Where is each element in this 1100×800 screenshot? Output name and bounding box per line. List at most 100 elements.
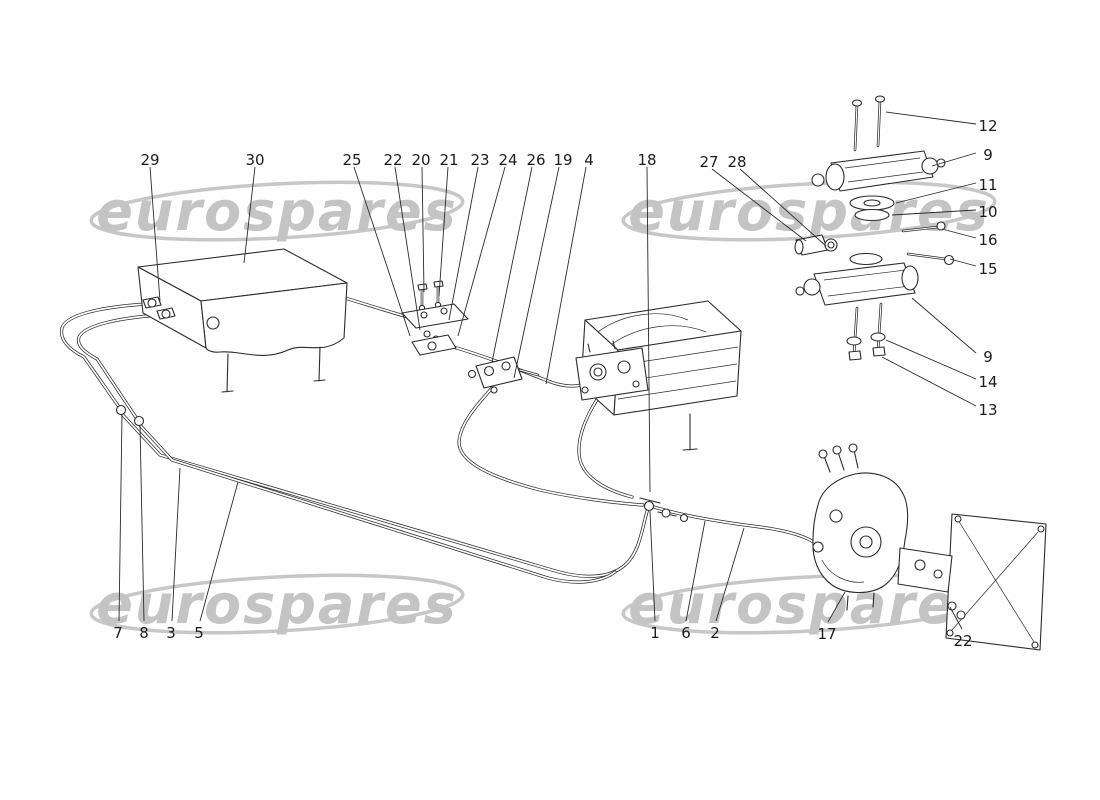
callout-label-2-29: 2 — [710, 624, 720, 642]
callout-leader-27-12 — [711, 168, 807, 242]
callout-leader-10-17 — [891, 209, 977, 216]
stud — [876, 302, 883, 352]
callout-label-21-5: 21 — [439, 151, 458, 169]
watermark-text: eurospares — [96, 573, 457, 636]
pipe-bracket-to-servo — [448, 344, 592, 388]
callout-label-27-12: 27 — [699, 153, 718, 171]
pipe-upper-left — [59, 302, 148, 409]
callout-leader-29-0 — [149, 166, 161, 302]
callout-label-8-24: 8 — [139, 624, 149, 642]
pipe-servo-to-junction — [577, 396, 634, 499]
callout-label-19-9: 19 — [553, 151, 572, 169]
union-fitting — [115, 404, 127, 416]
callout-leader-16-18 — [941, 228, 977, 239]
lower-valve-body — [813, 262, 916, 306]
callout-leader-22-31 — [949, 606, 963, 630]
watermark-bottom-left: eurospares — [89, 573, 465, 636]
callout-label-16-18: 16 — [978, 231, 997, 249]
bolt — [901, 225, 940, 233]
callout-leader-8-24 — [139, 425, 145, 622]
callout-leader-19-9 — [513, 166, 560, 379]
valve-stub — [518, 368, 540, 377]
callout-label-17-30: 17 — [817, 625, 836, 643]
leg — [313, 346, 326, 382]
watermark-top-left: eurospares — [89, 180, 465, 243]
callout-leader-22-3 — [394, 166, 421, 331]
junction-fitting — [661, 508, 671, 518]
callout-leader-5-26 — [199, 481, 239, 622]
callout-leader-21-5 — [438, 166, 449, 297]
callout-label-24-7: 24 — [498, 151, 517, 169]
bolt — [906, 252, 948, 261]
evaporator-unit — [137, 248, 348, 393]
nut — [872, 346, 886, 357]
valve-body — [575, 347, 649, 401]
callout-leader-9-15 — [931, 152, 977, 167]
expansion-valve — [467, 356, 540, 394]
callout-leader-2-29 — [715, 527, 745, 622]
callout-leader-6-28 — [685, 520, 706, 622]
callout-leader-12-14 — [885, 111, 977, 125]
watermark-text: eurospares — [628, 180, 989, 243]
callout-leader-30-1 — [243, 166, 256, 264]
pipe-long-run-2 — [137, 422, 617, 584]
pipe-unions — [115, 404, 145, 427]
callout-leader-23-6 — [448, 166, 479, 321]
callout-leader-28-13 — [739, 168, 827, 247]
fitting — [956, 610, 966, 620]
callout-leader-24-7 — [457, 166, 506, 337]
gasket — [854, 208, 890, 222]
callout-label-1-27: 1 — [650, 624, 660, 642]
callout-label-25-2: 25 — [342, 151, 361, 169]
pipe-valve-to-junction — [457, 386, 645, 507]
callout-leader-14-21 — [885, 339, 977, 380]
leg — [682, 413, 698, 451]
callout-label-10-17: 10 — [978, 203, 997, 221]
watermark-top-right: eurospares — [621, 180, 997, 243]
callout-label-26-8: 26 — [526, 151, 545, 169]
union-fitting — [133, 415, 145, 427]
callout-label-4-10: 4 — [584, 151, 594, 169]
callout-leader-20-4 — [421, 166, 425, 293]
callout-label-13-22: 13 — [978, 401, 997, 419]
junction-fitting — [679, 513, 689, 523]
callout-label-22-31: 22 — [953, 632, 972, 650]
callout-leader-17-30 — [827, 591, 846, 623]
callout-leader-4-10 — [545, 166, 587, 385]
callout-leader-9-20 — [911, 297, 977, 354]
compressor-assembly — [812, 443, 953, 611]
leg — [221, 353, 234, 393]
bolt — [876, 98, 882, 148]
callout-leader-25-2 — [353, 166, 411, 337]
callout-label-28-13: 28 — [727, 153, 746, 171]
washer — [846, 336, 862, 346]
callout-label-12-14: 12 — [978, 117, 997, 135]
callout-leader-15-19 — [949, 258, 977, 267]
callout-label-22-3: 22 — [383, 151, 402, 169]
callout-label-9-20: 9 — [983, 348, 993, 366]
pipe-hole — [206, 316, 220, 330]
watermark-swoosh — [89, 573, 465, 635]
callout-label-20-4: 20 — [411, 151, 430, 169]
callout-label-23-6: 23 — [470, 151, 489, 169]
pipe-junction-to-pump — [652, 505, 820, 547]
bolt — [853, 102, 859, 152]
callout-leader-26-8 — [491, 166, 533, 363]
mounting-bracket-rear — [897, 547, 953, 593]
stud — [852, 306, 859, 356]
callout-leader-1-27 — [649, 510, 656, 622]
nut — [848, 350, 862, 361]
mounting-bracket — [401, 280, 469, 356]
inlet-port — [812, 541, 824, 553]
junction-fitting — [643, 500, 655, 512]
callout-leader-7-23 — [118, 413, 123, 622]
callout-leader-3-25 — [171, 467, 181, 622]
watermark-text: eurospares — [96, 180, 457, 243]
pipe-long-run-1 — [119, 411, 650, 578]
blower-unit — [575, 300, 742, 451]
distribution-valves — [794, 95, 955, 361]
fitting — [947, 601, 957, 611]
pipe-lower-left — [76, 313, 162, 421]
